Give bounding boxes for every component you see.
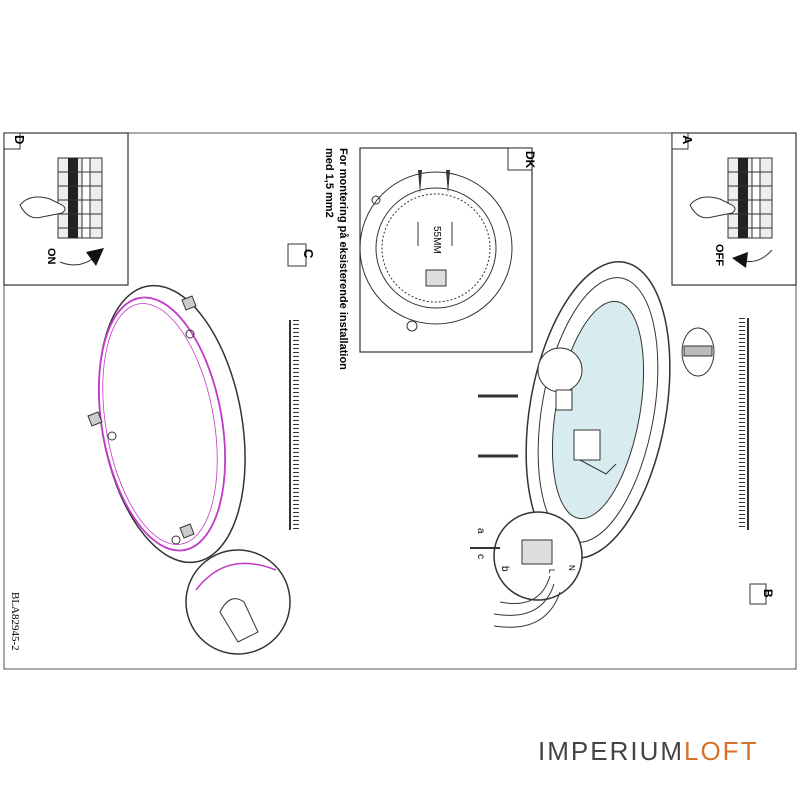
panel-d-letter: D bbox=[12, 135, 27, 144]
dk-note-line2: med 1,5 mm2 bbox=[323, 148, 335, 218]
panel-a-switch-off: A OFF bbox=[671, 132, 797, 286]
wire-label-l: L bbox=[547, 569, 556, 574]
glass-diffuser bbox=[97, 296, 227, 552]
sheet-frame bbox=[3, 132, 797, 670]
switch-on-label: ON bbox=[45, 248, 57, 265]
hand-icon bbox=[219, 598, 259, 643]
panel-b-wiring: B a b c L N bbox=[470, 261, 775, 628]
lampholder-icon bbox=[573, 429, 601, 461]
panel-d-switch-on: D ON bbox=[3, 132, 129, 286]
switch-off-label: OFF bbox=[713, 244, 725, 266]
breaker-block-icon bbox=[57, 157, 103, 239]
panel-c-diffuser-fitting: C bbox=[87, 243, 316, 655]
document-code: BLA82945-2 bbox=[9, 592, 21, 651]
bulb-icon bbox=[537, 347, 583, 393]
dk-note-line1: For montering på eksisterende installati… bbox=[337, 148, 349, 370]
dimension-label: 55MM bbox=[431, 226, 442, 254]
screw-icon bbox=[446, 170, 450, 194]
screw-icon bbox=[418, 170, 422, 194]
hand-icon bbox=[689, 196, 736, 219]
terminal-block-icon bbox=[425, 269, 447, 287]
panel-dk-mounting: DK 55MM bbox=[359, 147, 537, 353]
clip-icon bbox=[181, 295, 197, 311]
callout-a: a bbox=[475, 528, 486, 534]
clip-icon bbox=[179, 523, 195, 539]
panel-a-letter: A bbox=[680, 135, 695, 145]
clip-icon bbox=[87, 411, 103, 427]
panel-dk-letter: DK bbox=[523, 151, 537, 169]
panel-c-letter: C bbox=[301, 249, 316, 259]
breaker-block-icon bbox=[727, 157, 773, 239]
callout-b: b bbox=[499, 566, 510, 572]
callout-c: c bbox=[475, 554, 486, 559]
panel-b-letter: B bbox=[761, 589, 775, 598]
hand-icon bbox=[19, 196, 66, 219]
brand-logo: IMPERIUMLOFT bbox=[538, 736, 759, 766]
wire-label-n: N bbox=[567, 565, 576, 571]
base-plate-outline bbox=[359, 171, 513, 325]
